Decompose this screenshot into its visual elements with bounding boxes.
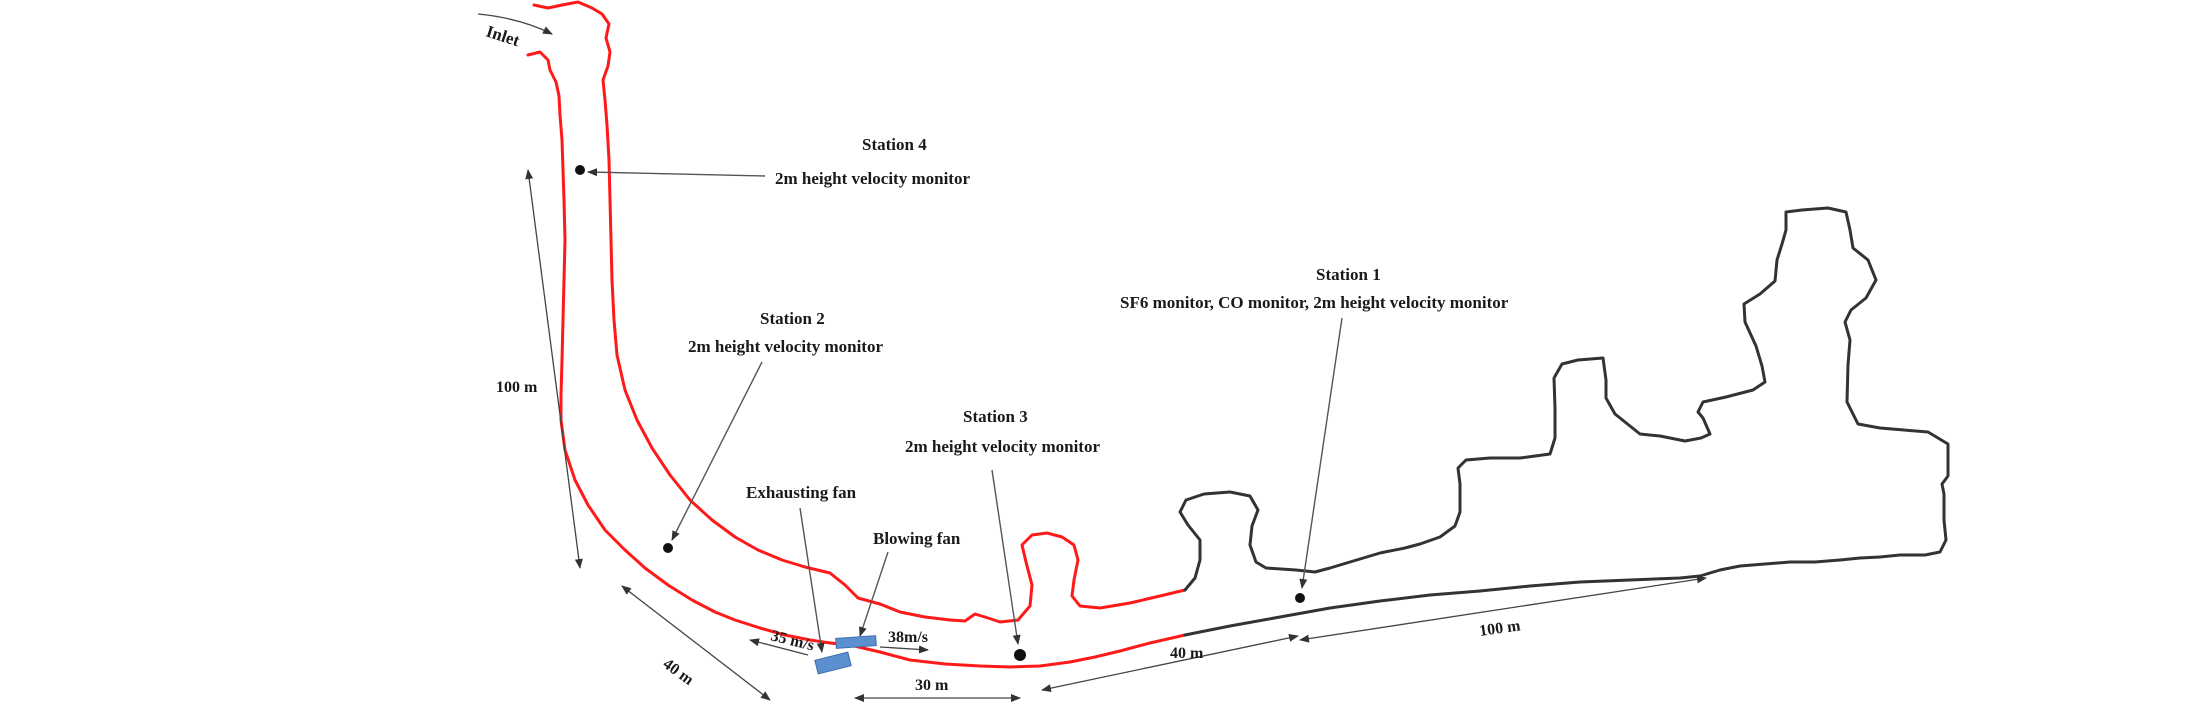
station2-title: Station 2	[760, 309, 825, 328]
station2-marker	[663, 543, 673, 553]
exhausting-fan-label: Exhausting fan	[746, 483, 857, 502]
blow-velocity-arrow	[879, 645, 929, 654]
inlet-arrow	[477, 13, 553, 35]
station3-description: 2m height velocity monitor	[905, 437, 1100, 456]
tunnel-inner-wall	[532, 0, 860, 600]
downstream-short-dimension	[1041, 633, 1299, 693]
downstream-long-length: 100 m	[1478, 617, 1522, 640]
station3-leader	[991, 469, 1021, 645]
station4-description: 2m height velocity monitor	[775, 169, 970, 188]
vertical-section-length: 100 m	[496, 379, 538, 396]
blowing-fan-label: Blowing fan	[873, 529, 961, 548]
bend-section-dimension	[621, 585, 771, 701]
station1-description: SF6 monitor, CO monitor, 2m height veloc…	[1120, 293, 1509, 312]
station1-marker	[1295, 593, 1305, 603]
station2-leader	[671, 361, 763, 541]
station4-leader	[587, 168, 766, 177]
station3-marker	[1014, 649, 1026, 661]
blow-velocity-label: 38m/s	[888, 629, 928, 646]
station2-description: 2m height velocity monitor	[688, 337, 883, 356]
exhausting-fan	[814, 651, 852, 675]
station1-title: Station 1	[1316, 265, 1381, 284]
inlet-label: Inlet	[484, 22, 523, 51]
fan-section-length: 30 m	[915, 677, 949, 694]
tunnel-downstream-upper-wall	[1178, 206, 1950, 592]
exhausting-fan-leader	[799, 507, 825, 653]
station1-leader	[1299, 317, 1343, 589]
downstream-short-length: 40 m	[1170, 645, 1204, 662]
vertical-section-dimension	[525, 169, 583, 569]
station4-title: Station 4	[862, 135, 927, 154]
bend-section-length: 40 m	[660, 655, 697, 689]
tunnel-downstream-lower-wall	[1183, 574, 1702, 637]
blowing-fan-leader	[859, 551, 889, 637]
downstream-long-dimension	[1299, 575, 1707, 643]
station4-marker	[575, 165, 585, 175]
station3-title: Station 3	[963, 407, 1028, 426]
tunnel-side-loop	[848, 531, 1187, 669]
blowing-fan	[835, 635, 877, 649]
